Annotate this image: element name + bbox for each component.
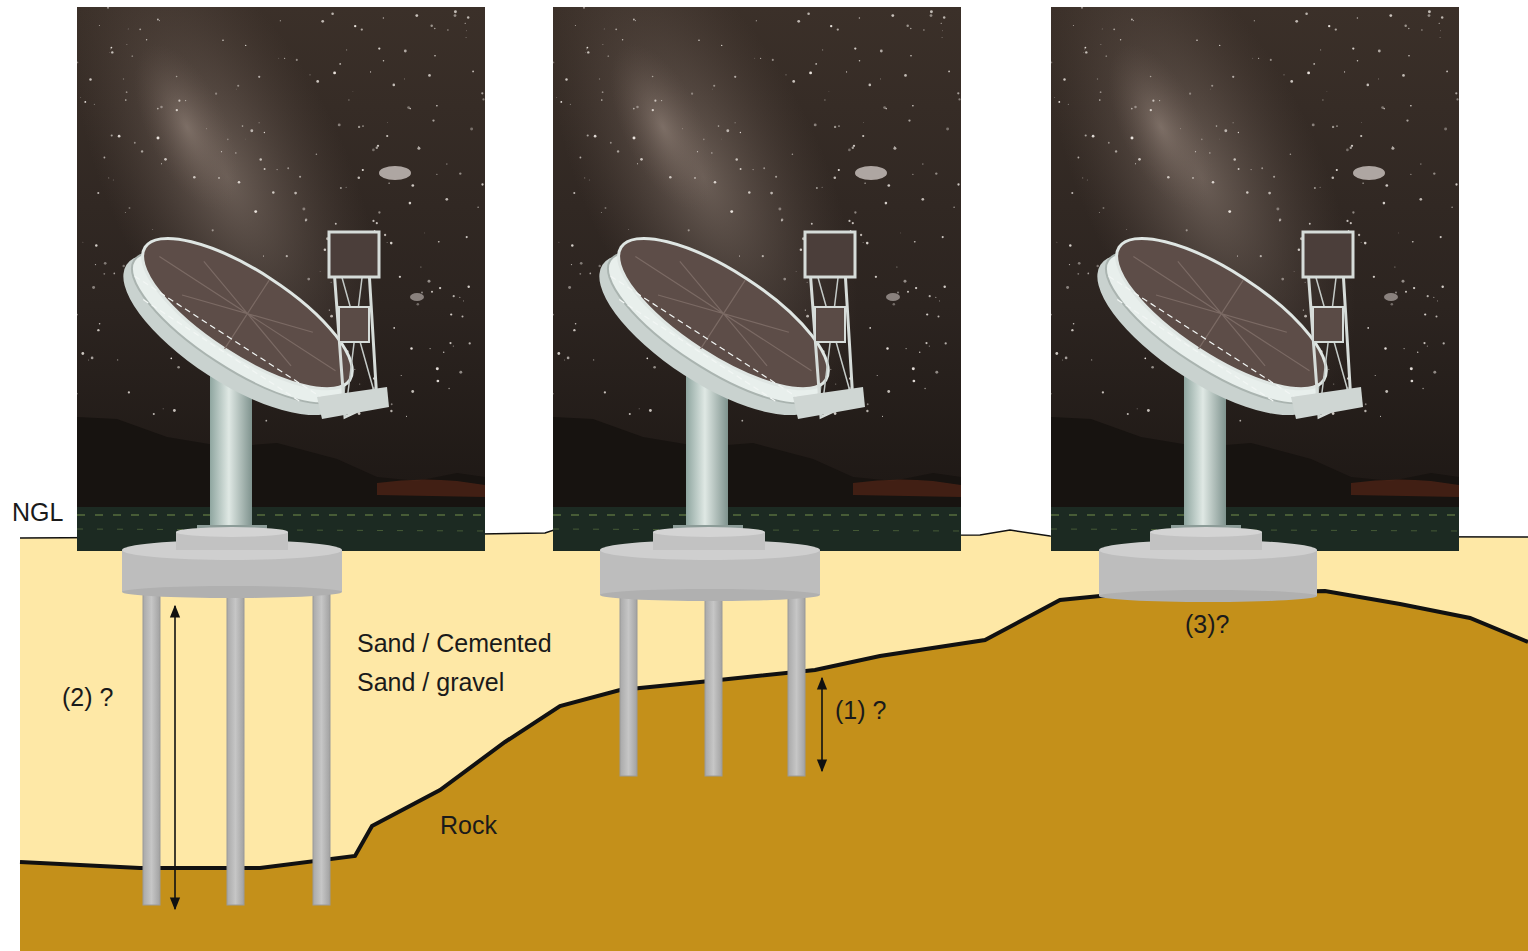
dimension-label: (1) ? <box>835 691 886 730</box>
dimension-label: (2) ? <box>62 678 113 717</box>
ground-level-label: NGL <box>12 493 63 532</box>
dimension-label: (3)? <box>1185 605 1229 644</box>
rock-layer-label: Rock <box>440 806 497 845</box>
soil-layer-label: Sand / Cemented Sand / gravel <box>357 624 592 702</box>
